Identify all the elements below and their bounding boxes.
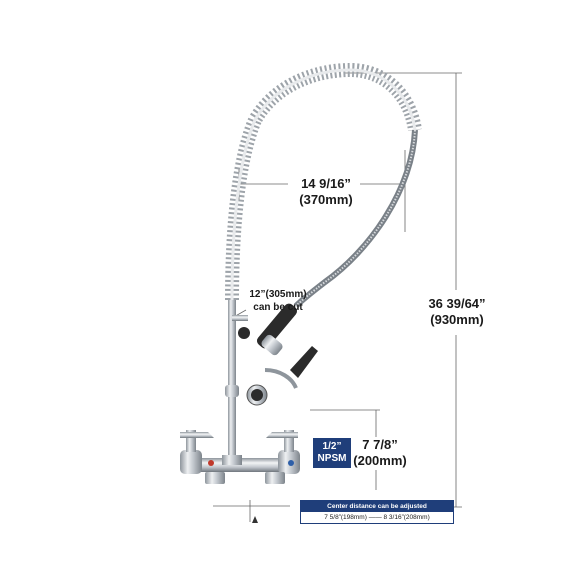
left-handle [180,430,214,452]
riser-coupling [225,385,239,397]
center-distance-box: Center distance can be adjusted 7 5/8”(1… [300,500,454,524]
flex-hose [293,129,418,309]
spout-height-imperial: 7 7/8” [362,437,398,452]
height-dimension-label: 36 39/64” (930mm) [415,296,499,329]
center-distance-min: 7 5/8”(198mm) [324,514,367,521]
center-distance-values: 7 5/8”(198mm) —— 8 3/16”(208mm) [301,512,453,523]
hook-bracket [232,315,250,339]
height-imperial: 36 39/64” [428,296,486,311]
reach-dimension-label: 14 9/16” (370mm) [285,176,367,209]
faucet-base [180,450,300,484]
right-handle [266,430,298,452]
center-distance-title: Center distance can be adjusted [301,501,453,512]
npsm-type: NPSM [317,453,347,464]
riser-pipe [228,300,236,462]
center-marker-arrow [252,516,258,523]
height-metric: (930mm) [430,312,484,328]
spout-height-metric: (200mm) [353,453,407,469]
cold-indicator [288,460,294,466]
hot-indicator [208,460,214,466]
cut-note-length: 12”(305mm) [249,289,307,300]
center-distance-range-line: —— [368,514,382,521]
reach-metric: (370mm) [299,192,353,208]
cut-length-note: 12”(305mm) can be cut [248,289,308,314]
spring-coil [225,62,422,301]
reach-imperial: 14 9/16” [301,176,351,191]
spout-height-dimension-label: 7 7/8” (200mm) [350,437,410,470]
npsm-size: 1/2” [322,441,342,452]
npsm-badge: 1/2” NPSM [313,438,351,468]
spray-head [246,303,318,406]
cut-note-text: can be cut [253,301,303,313]
center-distance-max: 8 3/16”(208mm) [383,514,430,521]
